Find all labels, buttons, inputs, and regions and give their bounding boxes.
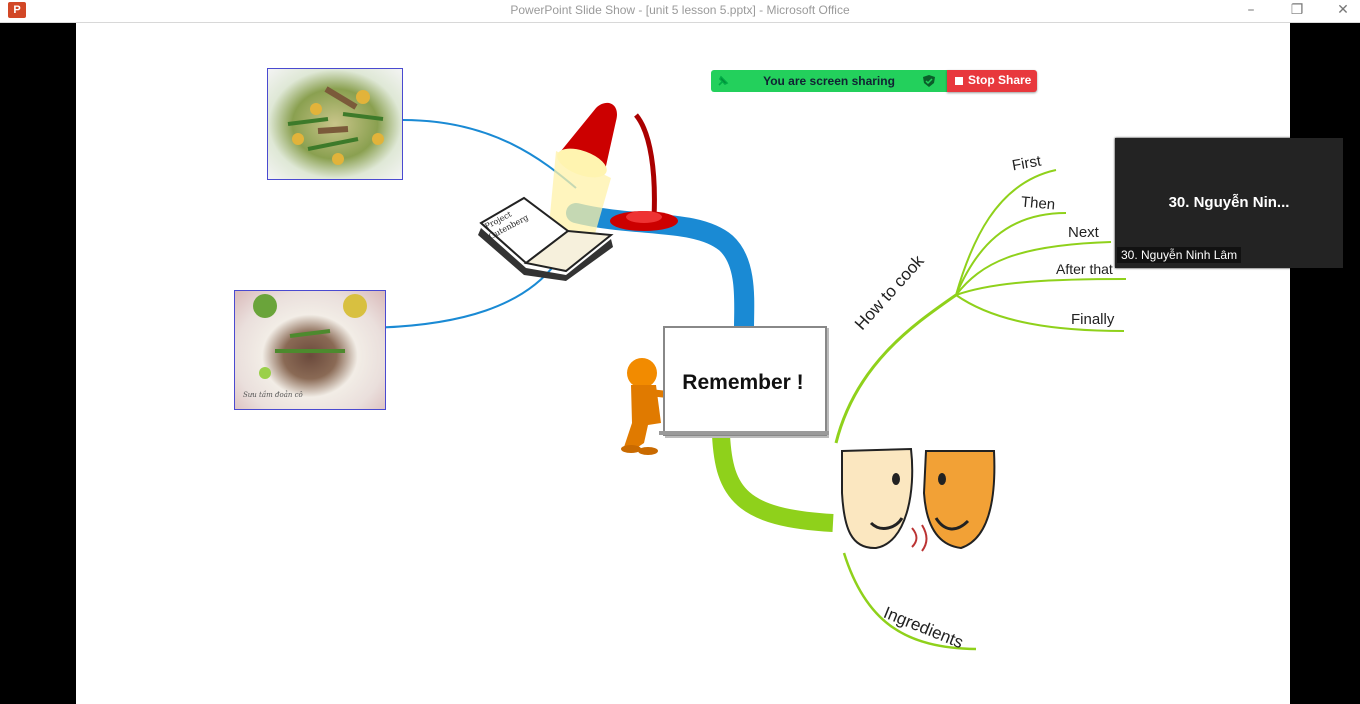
food-photo-pho-chicken[interactable] [267,68,403,180]
main-branch-green [712,434,834,532]
branch-label-then[interactable]: Then [1020,193,1056,214]
branch-line-ingredients [842,552,977,651]
slide-canvas[interactable]: Project Gutenberg [76,23,1290,704]
whiteboard-base [659,431,829,435]
participant-display-name: 30. Nguyễn Nin... [1168,194,1290,211]
stop-share-label: Stop Share [968,73,1032,87]
window-title: PowerPoint Slide Show - [unit 5 lesson 5… [510,3,850,17]
window-titlebar: P PowerPoint Slide Show - [unit 5 lesson… [0,0,1360,23]
branch-label-next[interactable]: Next [1068,224,1099,241]
participant-video-tile[interactable]: 30. Nguyễn Nin... 30. Nguyễn Ninh Lâm [1115,138,1343,268]
talking-faces-icon [841,447,996,552]
pin-icon[interactable] [717,75,729,87]
main-branch-blue [566,203,755,338]
mindmap-connectors: Project Gutenberg [355,102,1127,651]
branch-line-first [955,169,1057,296]
share-status-bar[interactable]: You are screen sharing [711,70,947,92]
powerpoint-app-icon[interactable]: P [8,2,26,18]
branch-line-after-that [955,278,1127,296]
whiteboard-frame [663,326,827,436]
restore-button[interactable]: ❐ [1290,2,1304,18]
minimize-button[interactable]: – [1247,2,1255,18]
branch-line-how-to-cook [834,293,957,444]
central-topic[interactable]: Remember ! [682,371,804,394]
food-photo-pho-beef[interactable]: Sưu tầm đoản cô [234,290,386,410]
stop-share-button[interactable]: Stop Share [947,70,1037,92]
shield-icon [923,75,935,87]
share-status-text: You are screen sharing [763,74,895,88]
branch-line-next [955,241,1112,296]
branch-line-photo-1 [402,119,577,189]
stop-icon [955,77,963,85]
food-photo-beef-art [253,294,367,379]
food-photo-chicken-art [287,86,384,165]
close-button[interactable]: ✕ [1337,2,1349,18]
screen-share-toolbar: You are screen sharing Stop Share [711,70,1037,92]
branch-line-then [955,212,1067,296]
desk-lamp-icon [546,102,678,258]
open-book-icon: Project Gutenberg [478,196,614,281]
photo-credit: Sưu tầm đoản cô [243,391,303,399]
participant-name-tag: 30. Nguyễn Ninh Lâm [1117,247,1242,263]
branch-line-finally [955,294,1125,332]
branch-label-finally[interactable]: Finally [1071,311,1115,328]
branch-label-after-that[interactable]: After that [1056,261,1113,277]
